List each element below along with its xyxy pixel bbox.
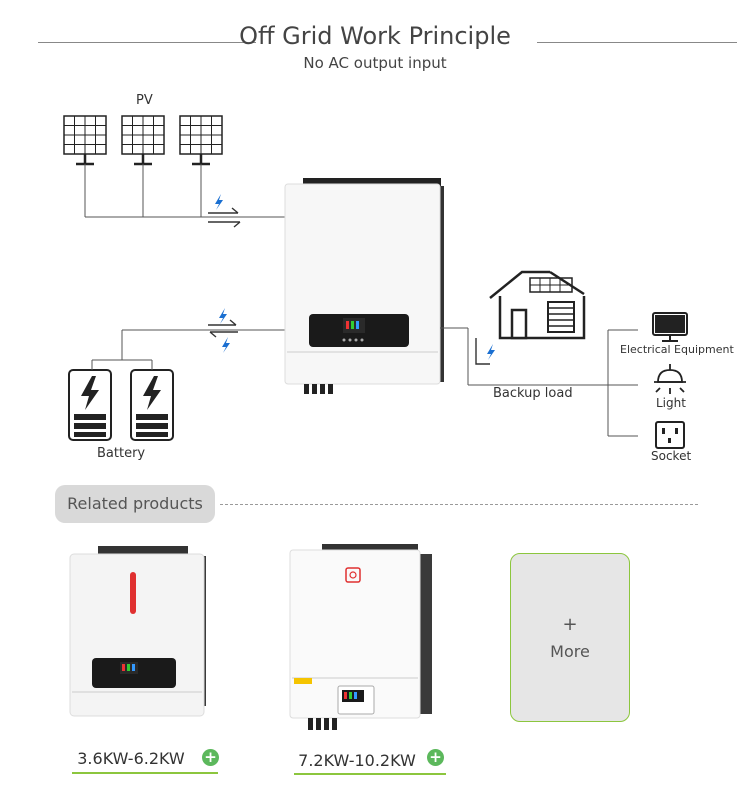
- product-2-underline: [294, 773, 446, 775]
- title-rule-left: [38, 42, 256, 43]
- more-products-card[interactable]: + More: [510, 553, 630, 722]
- battery-label: Battery: [97, 446, 146, 461]
- house-icon: [489, 270, 586, 340]
- section-divider: [220, 504, 698, 505]
- battery-flow-arrows-icon: [208, 308, 238, 353]
- page-title: Off Grid Work Principle: [239, 22, 511, 50]
- pv-wiring: [84, 164, 285, 218]
- load-label-socket: Socket: [651, 449, 692, 463]
- solar-panel-2-icon: [120, 114, 166, 166]
- related-products-heading: Related products: [55, 485, 215, 523]
- pv-label: PV: [136, 93, 153, 108]
- more-label: More: [550, 642, 590, 661]
- title-rule-right: [537, 42, 737, 43]
- product-2-label[interactable]: 7.2KW-10.2KW: [298, 751, 416, 770]
- load-label-light: Light: [656, 396, 686, 410]
- backup-load-label: Backup load: [493, 386, 573, 401]
- battery-1-icon: [68, 369, 112, 441]
- output-wiring: [440, 327, 638, 437]
- page-subtitle: No AC output input: [303, 54, 447, 72]
- solar-panel-1-icon: [62, 114, 108, 166]
- product-2-add-icon[interactable]: +: [427, 749, 444, 766]
- more-plus-icon: +: [562, 614, 578, 635]
- pv-flow-arrows-icon: [208, 194, 241, 228]
- inverter-icon: [284, 178, 444, 394]
- monitor-icon: [652, 312, 688, 342]
- solar-panel-3-icon: [178, 114, 224, 166]
- product-1-image[interactable]: [66, 546, 212, 724]
- socket-icon: [655, 421, 685, 449]
- product-1-label[interactable]: 3.6KW-6.2KW: [77, 749, 185, 768]
- lamp-icon: [654, 364, 686, 394]
- battery-wiring: [91, 329, 285, 370]
- product-2-image[interactable]: [286, 544, 436, 734]
- load-label-electrical-equipment: Electrical Equipment: [620, 343, 734, 356]
- output-flow-bolt-icon: [487, 344, 495, 360]
- battery-2-icon: [130, 369, 174, 441]
- product-1-underline: [72, 772, 218, 774]
- system-diagram: [62, 114, 688, 449]
- product-1-add-icon[interactable]: +: [202, 749, 219, 766]
